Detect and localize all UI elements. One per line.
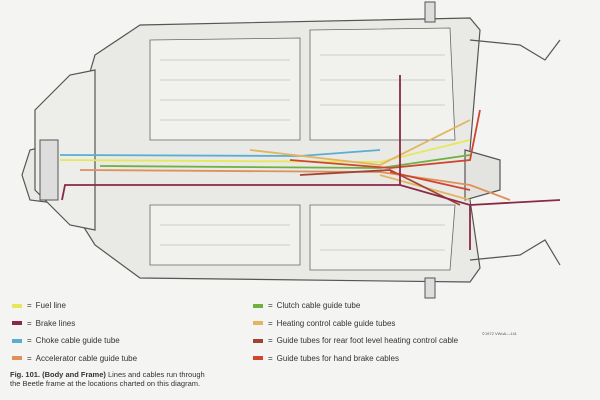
front-axle-tube xyxy=(39,1,436,299)
legend-label: Accelerator cable guide tube xyxy=(35,353,138,363)
accelerator-cable-tube xyxy=(79,169,511,201)
hand-brake-swatch xyxy=(253,356,263,360)
legend-label: Brake lines xyxy=(35,318,76,328)
legend-item-clutch: =Clutch cable guide tube xyxy=(253,301,458,310)
floor-pan-top xyxy=(149,27,456,141)
legend-separator: = xyxy=(268,318,273,328)
legend-separator: = xyxy=(268,336,273,345)
figure-title: (Body and Frame) xyxy=(42,370,106,379)
legend-separator: = xyxy=(268,301,273,310)
figure-caption: Fig. 101. (Body and Frame) Lines and cab… xyxy=(10,370,215,388)
figure-text: Lines and cables run through the Beetle … xyxy=(10,370,205,388)
accelerator-swatch xyxy=(12,356,22,360)
fuel-line xyxy=(59,139,471,163)
legend-left: =Fuel line =Brake lines =Choke cable gui… xyxy=(12,301,137,363)
legend-label: Guide tubes for rear foot level heating … xyxy=(276,336,459,345)
legend-item-rear-heating: =Guide tubes for rear foot level heating… xyxy=(253,336,458,345)
legend-separator: = xyxy=(268,353,273,363)
brake-lines xyxy=(61,75,561,250)
brake-lines-swatch xyxy=(12,321,22,325)
fuel-line-swatch xyxy=(12,303,22,308)
legend-item-choke: =Choke cable guide tube xyxy=(12,336,137,345)
legend-item-heating: =Heating control cable guide tubes xyxy=(253,319,458,328)
legend-label: Clutch cable guide tube xyxy=(276,301,361,310)
legend-label: Guide tubes for hand brake cables xyxy=(276,353,399,363)
legend-separator: = xyxy=(27,301,32,310)
heating-swatch xyxy=(253,321,263,325)
legend-right: =Clutch cable guide tube =Heating contro… xyxy=(253,301,458,363)
cable-routes xyxy=(59,75,561,250)
rear-heating-tubes xyxy=(299,169,461,206)
legend-label: Choke cable guide tube xyxy=(35,336,120,345)
floor-pan-bottom xyxy=(149,204,456,271)
legend-label: Heating control cable guide tubes xyxy=(276,318,396,328)
hand-brake-tubes xyxy=(289,109,481,191)
beetle-frame-diagram xyxy=(21,1,561,299)
legend-separator: = xyxy=(27,318,32,328)
copyright-credit: ©1972 VWoA—141 xyxy=(482,331,517,336)
rib-pattern xyxy=(160,54,445,251)
legend-separator: = xyxy=(27,336,32,345)
rear-heating-swatch xyxy=(253,338,263,343)
legend-separator: = xyxy=(27,353,32,363)
figure-number: Fig. 101. xyxy=(10,370,41,379)
legend-item-accelerator: =Accelerator cable guide tube xyxy=(12,354,137,363)
choke-swatch xyxy=(12,338,22,343)
legend-item-brake-lines: =Brake lines xyxy=(12,319,137,328)
legend-item-hand-brake: =Guide tubes for hand brake cables xyxy=(253,354,458,363)
legend-item-fuel-line: =Fuel line xyxy=(12,301,137,310)
clutch-swatch xyxy=(253,303,263,308)
legend-label: Fuel line xyxy=(35,301,66,310)
